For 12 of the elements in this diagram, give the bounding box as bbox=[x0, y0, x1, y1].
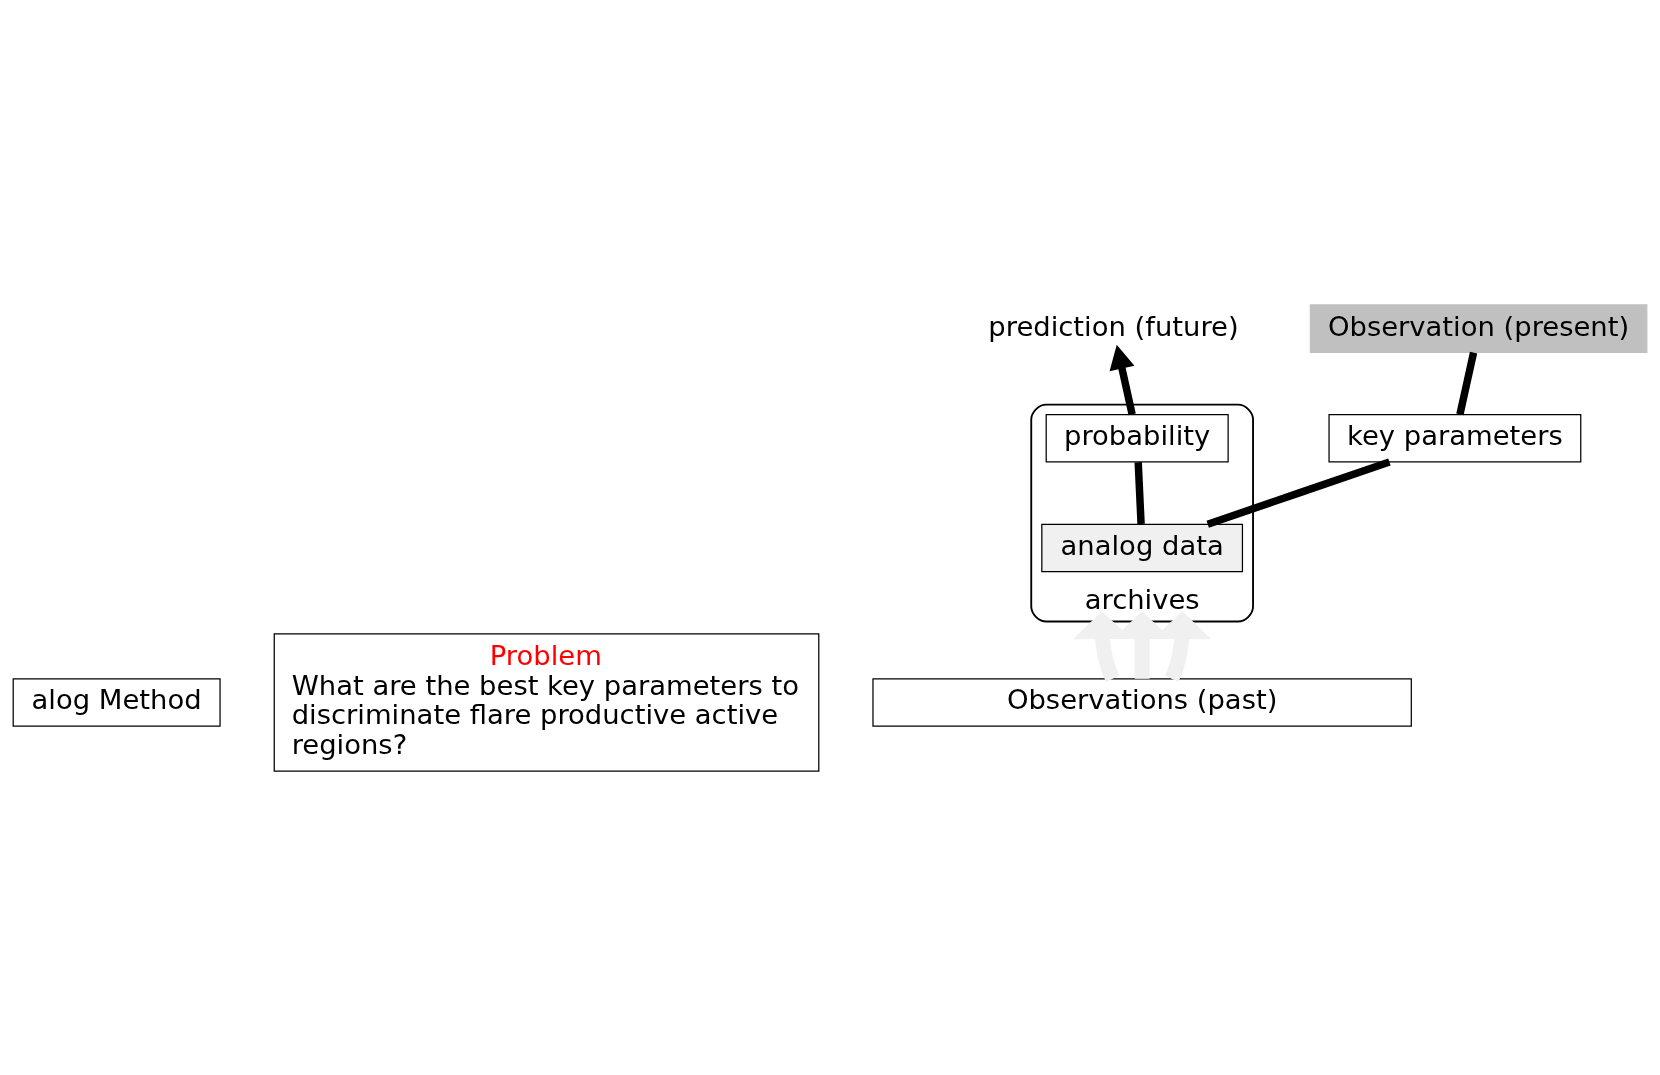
node-box: Observations (past) bbox=[872, 677, 1412, 727]
node-box: Observation (present) bbox=[1309, 303, 1648, 353]
node-box: analog data bbox=[1041, 523, 1244, 572]
node-text: prediction (future) bbox=[988, 310, 1239, 342]
connector bbox=[1456, 351, 1478, 415]
node-box: alog Method bbox=[12, 677, 221, 727]
arrow bbox=[1109, 344, 1136, 415]
connector bbox=[1134, 461, 1145, 524]
connector bbox=[1206, 457, 1391, 528]
node-box: key parameters bbox=[1328, 413, 1582, 463]
node-box: Problem What are the best key parameters to discriminate flare productive active regions? bbox=[273, 632, 820, 772]
node-box: probability bbox=[1045, 413, 1229, 463]
